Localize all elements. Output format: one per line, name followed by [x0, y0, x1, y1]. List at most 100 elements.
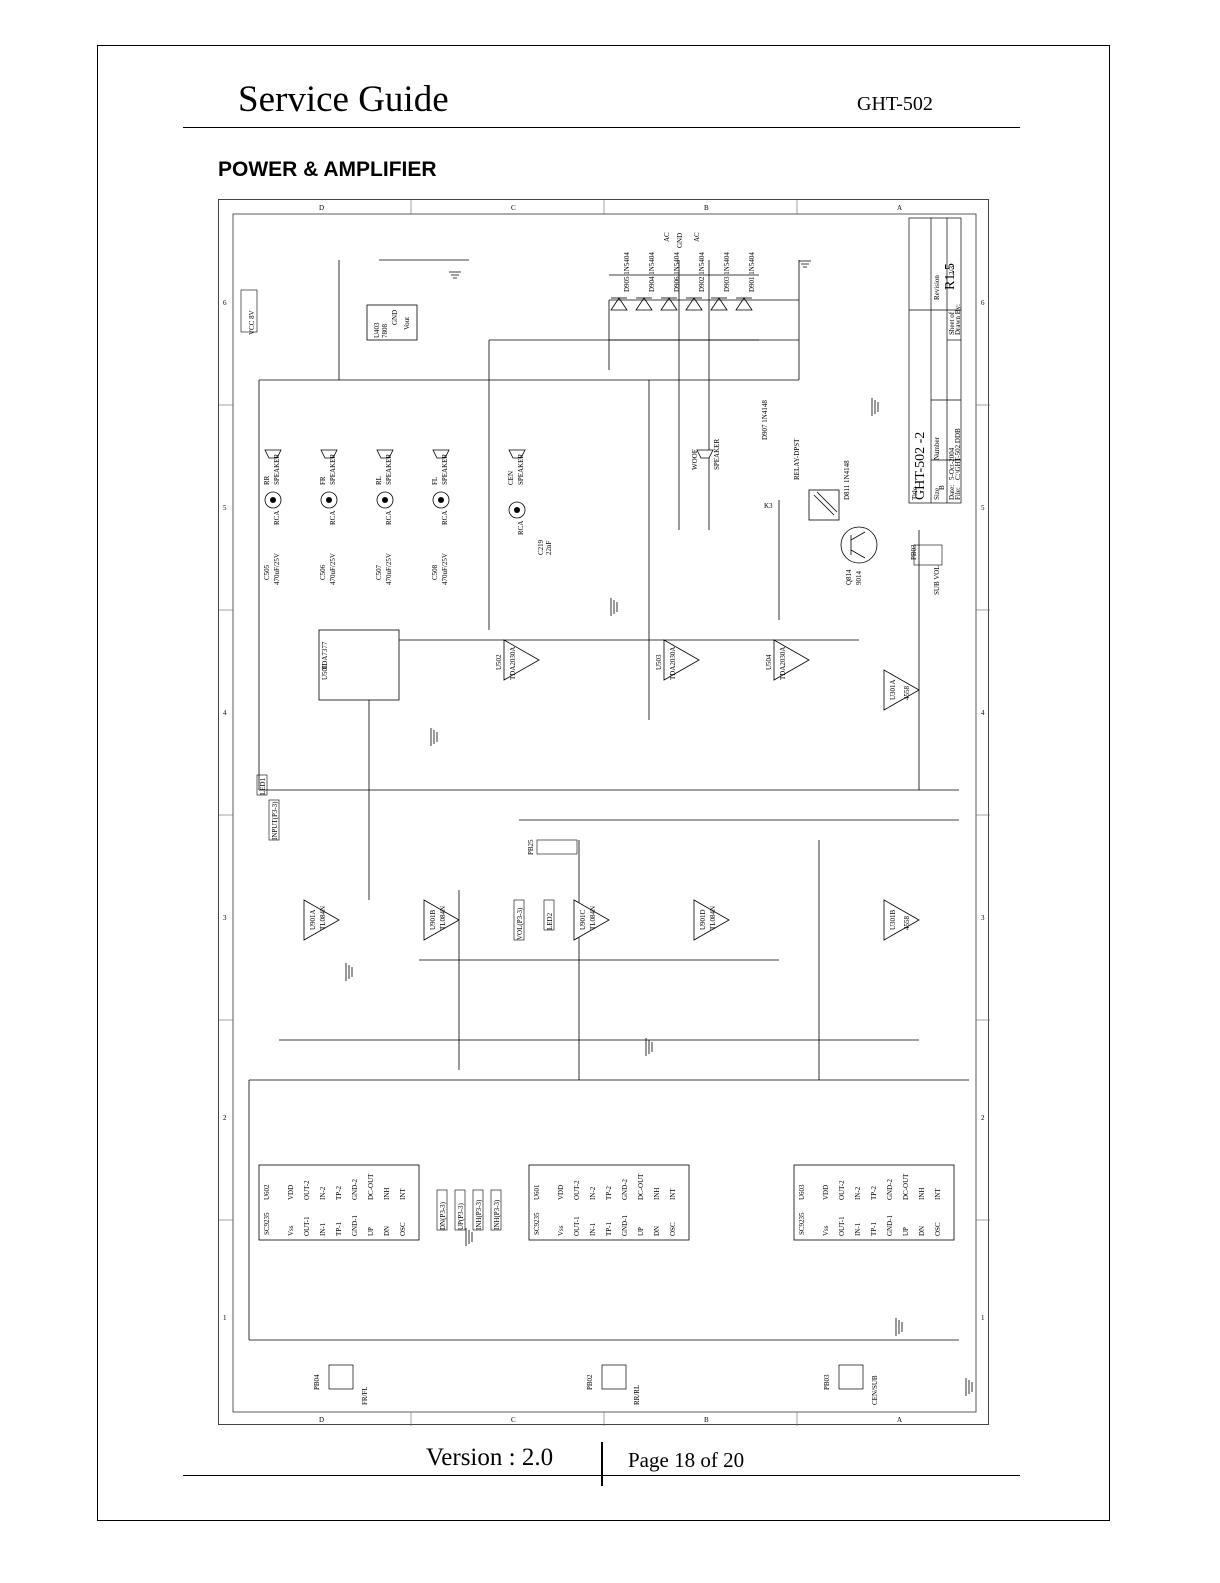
title-block-drawn-label: Drawn By: — [954, 304, 962, 335]
pb03-label: PB03 — [910, 544, 918, 560]
ic-u503: U503 TDA2030A — [655, 639, 700, 681]
svg-text:RCA: RCA — [441, 511, 449, 525]
svg-text:C505: C505 — [263, 564, 271, 580]
svg-text:TL084N: TL084N — [589, 906, 597, 930]
svg-text:Vss: Vss — [822, 1225, 830, 1236]
svg-text:UP: UP — [902, 1227, 910, 1236]
title-block-title: GHT-502 -2 — [913, 432, 928, 500]
svg-text:INH: INH — [653, 1188, 661, 1200]
speaker-rr: RR SPEAKER RCA C505 470uF/25V — [263, 449, 282, 585]
svg-text:SPEAKER: SPEAKER — [517, 454, 525, 485]
header-model: GHT-502 — [857, 93, 933, 115]
svg-text:GND-1: GND-1 — [621, 1215, 629, 1236]
bridge-diodes — [609, 274, 759, 341]
net-ac-2: AC — [693, 232, 701, 242]
svg-text:TL084N: TL084N — [709, 906, 717, 930]
svg-text:9014: 9014 — [855, 571, 863, 586]
zone-4-left: 4 — [223, 709, 227, 717]
svg-text:OSC: OSC — [399, 1222, 407, 1236]
title-block-file: C:\GHT-502.DDB — [954, 428, 962, 480]
zone-1-right: 1 — [981, 1314, 985, 1322]
svg-text:DN: DN — [653, 1226, 661, 1236]
svg-text:VDD: VDD — [557, 1185, 565, 1200]
relay-k3: K3 RELAY-DPST D907 1N4148 D811 1N4148 — [761, 400, 851, 521]
svg-text:470uF/25V: 470uF/25V — [329, 553, 337, 585]
svg-text:FL: FL — [431, 477, 439, 485]
volume-ic-u603: SC9235 U603 VDD OUT-2 IN-2 TP-2 GND-2 DC… — [793, 1164, 955, 1405]
svg-text:U403: U403 — [373, 322, 381, 338]
svg-text:UP: UP — [637, 1227, 645, 1236]
port-led2: LED2 — [546, 912, 554, 930]
svg-text:Vss: Vss — [287, 1225, 295, 1236]
svg-text:DN: DN — [383, 1226, 391, 1236]
zone-3-left: 3 — [223, 914, 227, 922]
zone-5-left: 5 — [223, 504, 227, 512]
svg-text:TDA2030A: TDA2030A — [779, 647, 787, 680]
volume-ic-u601: SC9235 U601 VDD OUT-2 IN-2 TP-2 GND-2 DC… — [528, 1164, 690, 1405]
opamp-u901a: U901A TL084N — [303, 899, 340, 941]
diode-d811: D811 1N4148 — [843, 460, 851, 500]
svg-text:U603: U603 — [798, 1184, 806, 1200]
svg-text:IN-1: IN-1 — [854, 1222, 862, 1236]
svg-text:SC9235: SC9235 — [263, 1212, 271, 1235]
svg-text:VDD: VDD — [822, 1185, 830, 1200]
ic-u301a: U301A 4558 — [883, 669, 920, 711]
zone-3-right: 3 — [981, 914, 985, 922]
header-title: Service Guide — [238, 79, 449, 120]
wiring — [248, 259, 969, 1341]
svg-text:C506: C506 — [319, 564, 327, 580]
port-dn: DN(P3-3) — [439, 1201, 447, 1230]
title-block-file-label: File: — [954, 487, 962, 500]
port-up: UP(P3-3) — [457, 1202, 465, 1230]
svg-text:RL: RL — [375, 476, 383, 485]
svg-text:GND-2: GND-2 — [886, 1179, 894, 1200]
speaker-cen: CEN SPEAKER RCA C219 22nF — [507, 449, 553, 555]
svg-text:DC-OUT: DC-OUT — [902, 1173, 910, 1200]
ports — [256, 774, 555, 1231]
footer-page-number: Page 18 of 20 — [628, 1448, 745, 1472]
zone-c-bottom: C — [511, 1416, 516, 1424]
opamp-u901d: U901D TL084N — [693, 899, 730, 941]
svg-text:TL084N: TL084N — [439, 906, 447, 930]
svg-text:U502: U502 — [495, 654, 503, 670]
ic-u301b: U301B 4558 — [883, 899, 920, 941]
svg-text:U501: U501 — [321, 664, 329, 680]
zone-2-right: 2 — [981, 1114, 985, 1122]
svg-text:TP-2: TP-2 — [335, 1186, 343, 1201]
zone-d-top: D — [319, 204, 324, 212]
svg-text:RCA: RCA — [273, 511, 281, 525]
svg-text:IN-2: IN-2 — [854, 1186, 862, 1200]
svg-text:INT: INT — [399, 1188, 407, 1200]
svg-text:U301A: U301A — [889, 679, 897, 700]
svg-text:TP-1: TP-1 — [605, 1222, 613, 1237]
title-block-revision-label: Revision — [933, 275, 941, 300]
diode-d901: D901 1N5404 — [748, 252, 756, 292]
footer-divider — [601, 1442, 603, 1486]
title-block-size: B — [938, 485, 946, 490]
speaker-rl: RL SPEAKER RCA C507 470uF/25V — [375, 449, 394, 585]
svg-text:U503: U503 — [655, 654, 663, 670]
svg-text:OUT-2: OUT-2 — [303, 1180, 311, 1200]
svg-text:Q814: Q814 — [845, 569, 853, 585]
zone-a-bottom: A — [897, 1416, 902, 1424]
zone-d-bottom: D — [319, 1416, 324, 1424]
svg-text:CEN/SUB: CEN/SUB — [871, 1375, 879, 1405]
svg-text:TDA2030A: TDA2030A — [669, 647, 677, 680]
svg-text:U504: U504 — [765, 654, 773, 670]
svg-text:INH: INH — [918, 1188, 926, 1200]
title-block-title-label: Title — [911, 487, 919, 500]
ic-u502: U502 TDA2030A — [495, 639, 540, 681]
svg-text:DC-OUT: DC-OUT — [367, 1173, 375, 1200]
svg-text:SPEAKER: SPEAKER — [273, 454, 281, 485]
svg-text:4558: 4558 — [903, 916, 911, 931]
svg-text:SPEAKER: SPEAKER — [329, 454, 337, 485]
diode-d904: D904 1N5404 — [648, 252, 656, 292]
svg-text:Vout: Vout — [403, 317, 411, 330]
svg-text:DC-OUT: DC-OUT — [637, 1173, 645, 1200]
diode-d902: D902 1N5404 — [698, 252, 706, 292]
zone-b-top: B — [704, 204, 709, 212]
title-block-revision: R1.5 — [943, 263, 958, 290]
svg-text:FR: FR — [319, 476, 327, 485]
svg-text:OUT-1: OUT-1 — [573, 1216, 581, 1236]
svg-text:C508: C508 — [431, 564, 439, 580]
